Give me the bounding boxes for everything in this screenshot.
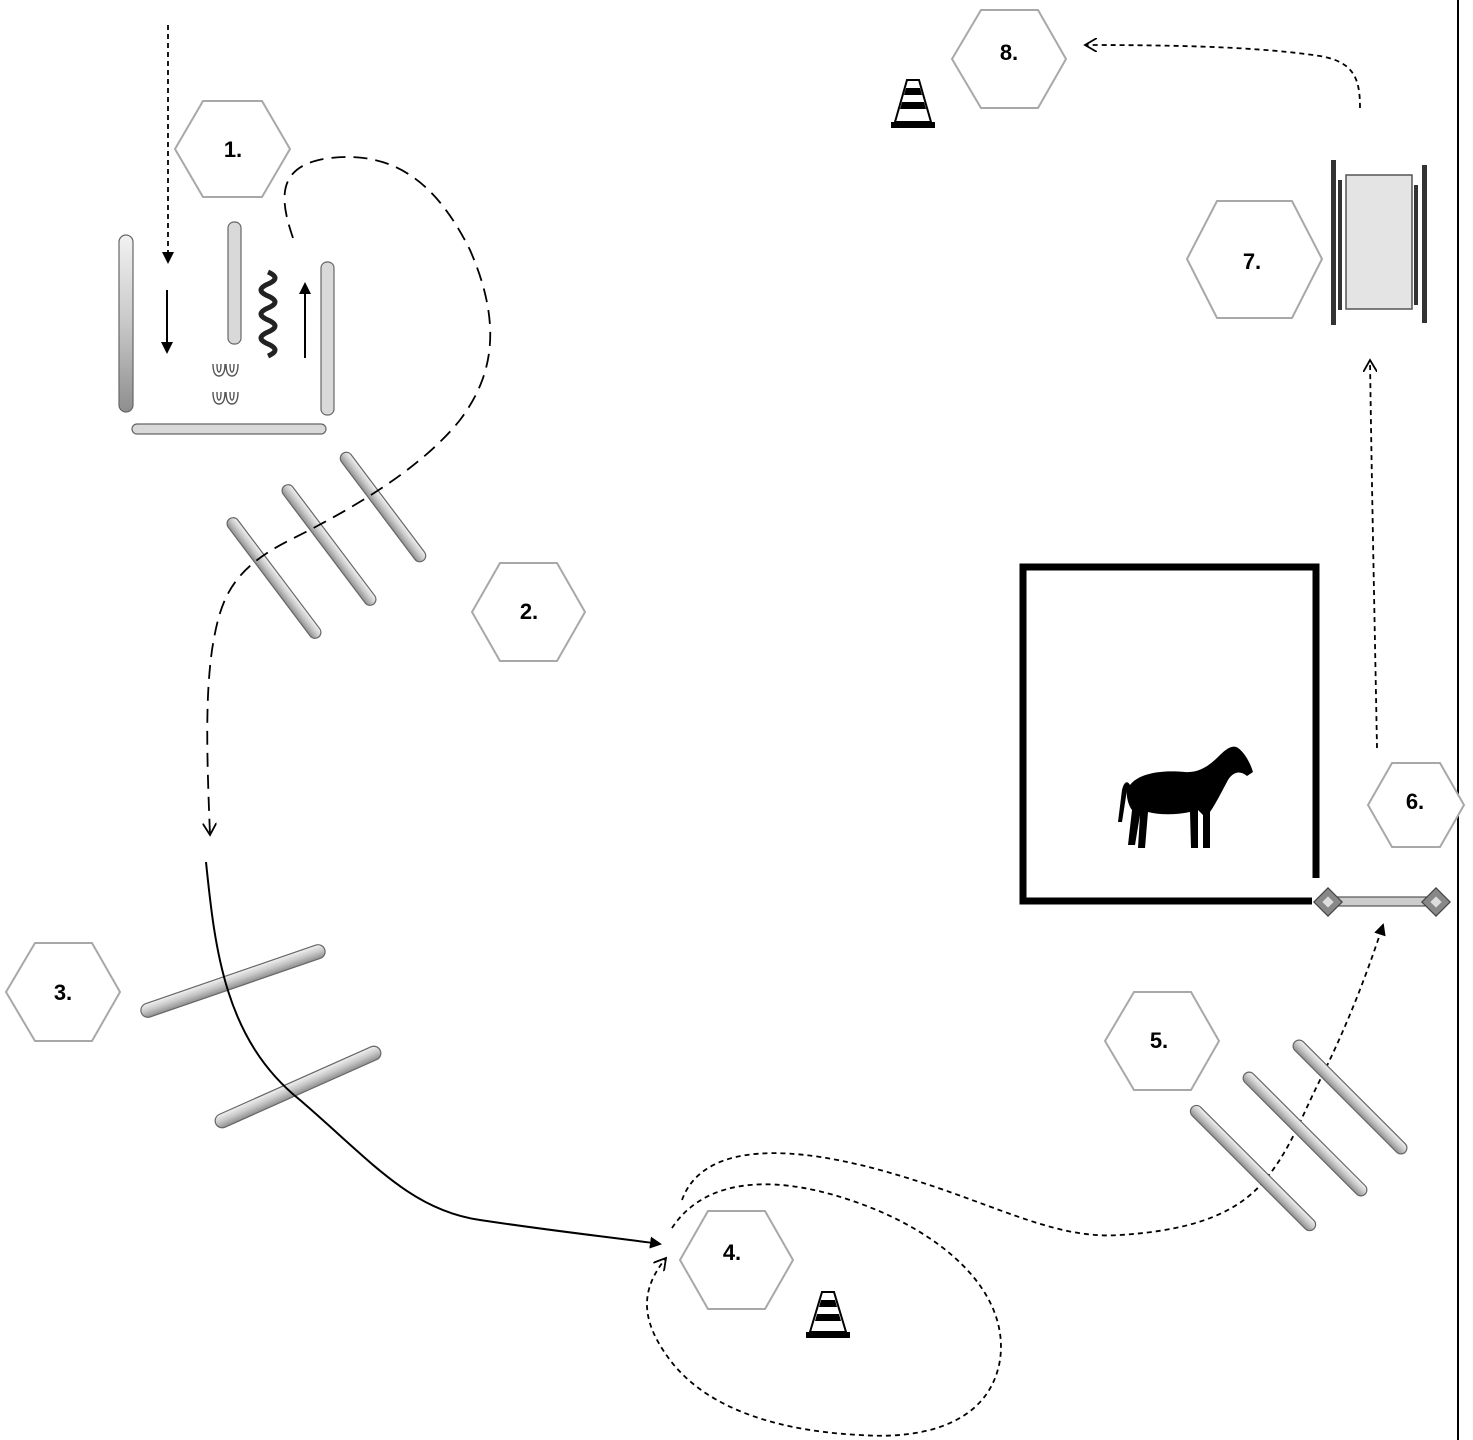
station-1-obstacle	[118, 221, 335, 435]
enclosure-box	[1019, 563, 1320, 905]
ground-pole-icon	[227, 221, 242, 345]
path-1-to-3	[207, 156, 492, 835]
ground-pole-icon	[226, 517, 322, 639]
ground-pole-icon	[320, 261, 335, 416]
station-8: 8.	[950, 9, 1068, 109]
station-2-obstacle	[226, 451, 427, 639]
ground-pole-icon	[131, 423, 327, 435]
station-5: 5.	[1103, 991, 1221, 1091]
bridge-icon	[1331, 160, 1427, 325]
station-1: 1.	[173, 100, 292, 198]
traffic-cone-icon	[891, 79, 935, 128]
station-label: 1.	[224, 137, 242, 162]
gate-icon	[1313, 887, 1451, 917]
station-label: 2.	[520, 599, 538, 624]
station-label: 8.	[1000, 40, 1018, 65]
station-5-obstacle	[1189, 1039, 1408, 1232]
path-3-to-4	[205, 861, 662, 1249]
station-6: 6.	[1366, 762, 1466, 848]
station-label: 4.	[723, 1240, 741, 1265]
horseshoe-icon	[212, 363, 239, 405]
horse-icon	[1118, 746, 1253, 848]
station-label: 3.	[54, 980, 72, 1005]
ground-pole-icon	[281, 484, 377, 606]
station-4: 4.	[678, 1210, 795, 1310]
station-label: 6.	[1406, 789, 1424, 814]
ground-pole-icon	[118, 234, 134, 413]
ground-pole-icon	[140, 944, 326, 1018]
station-label: 7.	[1243, 249, 1261, 274]
traffic-cone-icon	[806, 1291, 850, 1338]
station-7: 7.	[1185, 200, 1324, 319]
path-7-to-8	[1085, 45, 1361, 109]
path-4-circle	[646, 1183, 1002, 1437]
wavy-pole-icon	[258, 269, 278, 359]
ground-pole-icon	[339, 451, 427, 563]
path-6-to-7	[1370, 360, 1378, 749]
station-2: 2.	[470, 562, 587, 662]
station-label: 5.	[1150, 1028, 1168, 1053]
station-3: 3.	[4, 942, 122, 1042]
station-3-obstacle	[140, 944, 382, 1129]
ground-pole-icon	[214, 1045, 382, 1129]
ground-pole-icon	[1292, 1039, 1408, 1155]
